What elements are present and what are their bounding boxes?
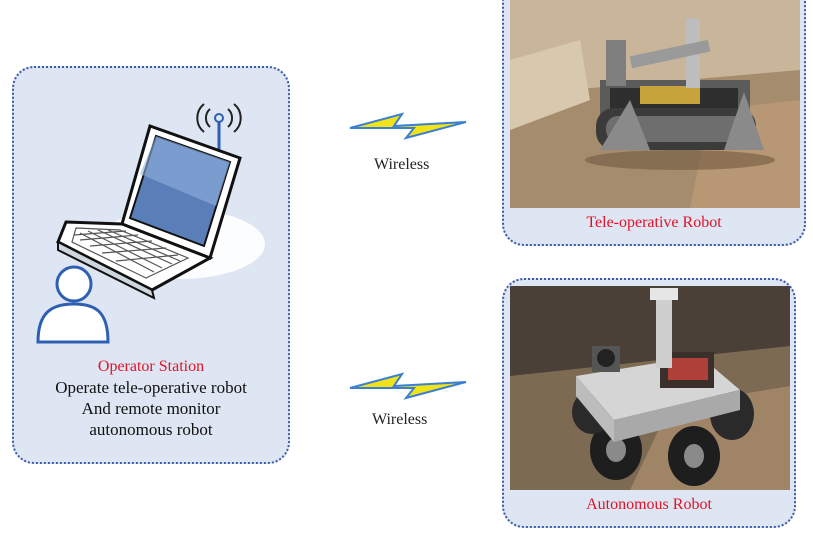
lightning-bolt-icon: [349, 112, 467, 140]
tele-operative-robot-caption: Tele-operative Robot: [586, 214, 722, 231]
laptop-icon: [56, 103, 265, 300]
operator-station-desc-line1: Operate tele-operative robot: [55, 378, 247, 397]
operator-station-desc-line3: autonomous robot: [89, 420, 213, 439]
antenna-icon: [196, 103, 242, 152]
tele-operative-robot-photo: [510, 0, 800, 208]
operator-station-desc-line2: And remote monitor: [81, 399, 221, 418]
wireless-label-top: Wireless: [374, 156, 430, 173]
user-icon: [36, 265, 110, 344]
autonomous-robot-caption: Autonomous Robot: [586, 496, 712, 513]
operator-station-title: Operator Station: [97, 358, 205, 375]
lightning-bolt-icon: [349, 372, 467, 400]
autonomous-robot-photo: [510, 286, 790, 490]
wireless-label-bottom: Wireless: [372, 411, 428, 428]
